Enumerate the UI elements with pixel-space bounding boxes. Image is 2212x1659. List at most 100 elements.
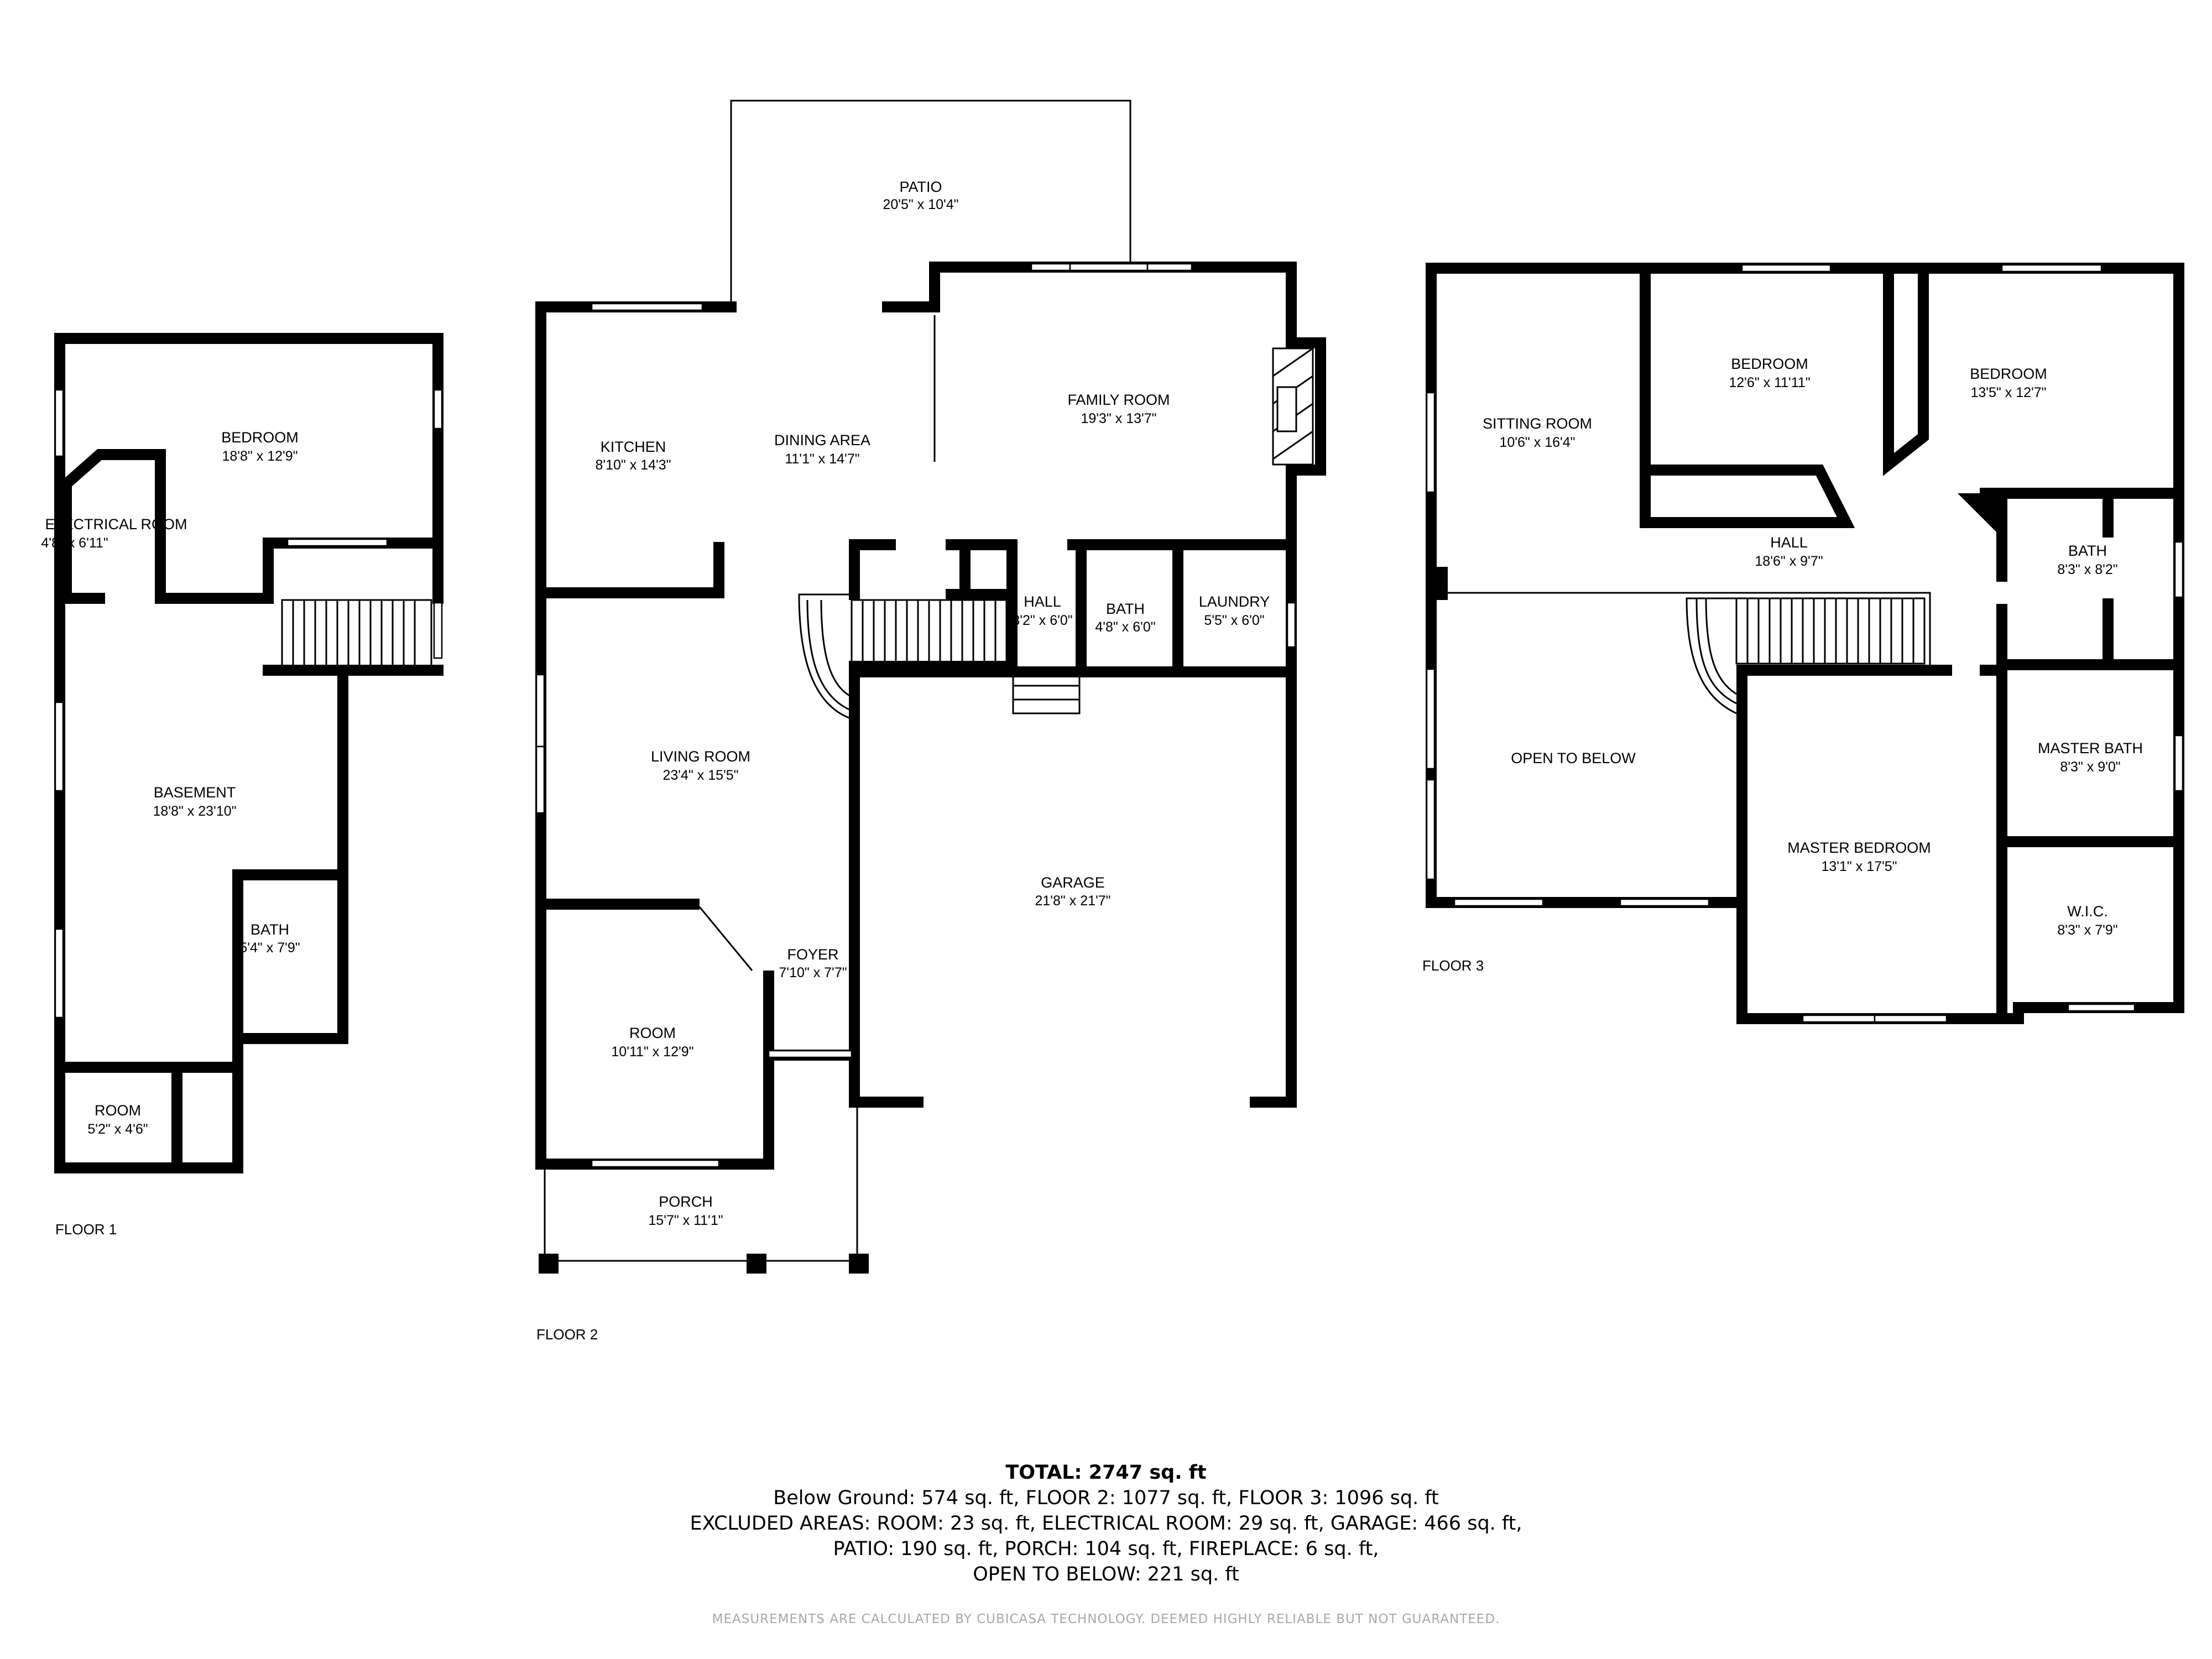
window: [1741, 264, 1832, 273]
window: [54, 389, 64, 457]
window: [591, 302, 703, 311]
room-name: FAMILY ROOM: [1067, 392, 1170, 408]
window: [1874, 1014, 1948, 1023]
floor-3-plan: [1426, 263, 2184, 1024]
room-name: PORCH: [659, 1193, 713, 1210]
room-dims: 21'8" x 21'7": [1035, 893, 1110, 909]
area-breakdown: Below Ground: 574 sq. ft, FLOOR 2: 1077 …: [773, 1487, 1439, 1509]
room-name: SITTING ROOM: [1483, 415, 1592, 432]
window: [54, 701, 64, 792]
floor-label: FLOOR 1: [55, 1221, 117, 1238]
excluded-areas: EXCLUDED AREAS: ROOM: 23 sq. ft, ELECTRI…: [690, 1512, 1522, 1535]
room-name: W.I.C.: [2067, 903, 2108, 920]
window: [1619, 898, 1710, 907]
room-dims: 5'4" x 7'9": [239, 940, 300, 956]
room-name: LAUNDRY: [1199, 593, 1270, 610]
floor-1-basement-wall: [232, 665, 348, 1044]
room-dims: 18'8" x 23'10": [153, 804, 236, 819]
floor-2-plan: [535, 100, 1326, 1274]
window: [2174, 541, 2184, 598]
entry-steps: [1012, 671, 1081, 714]
room-dims: 18'8" x 12'9": [222, 448, 298, 464]
window: [2067, 1003, 2136, 1012]
kitchen-wall: [535, 542, 724, 598]
floor-1-plan: [54, 333, 444, 1173]
room-dims: 23'4" x 15'5": [662, 768, 738, 783]
window: [1426, 668, 1436, 770]
floor-2-stairs: [798, 593, 1008, 720]
room-dims: 10'11" x 12'9": [611, 1044, 693, 1060]
room-name: LIVING ROOM: [651, 748, 750, 765]
hall-bath-laundry-wall: [849, 539, 1297, 672]
window: [591, 1159, 720, 1168]
room-door-swing: [698, 906, 753, 971]
room-dims: 11'1" x 14'7": [785, 451, 859, 467]
room-name: MASTER BEDROOM: [1787, 839, 1931, 856]
room-dims: 8'3" x 9'0": [2060, 759, 2120, 775]
room-name: BEDROOM: [1731, 356, 1808, 372]
floor-1-stairs: [281, 599, 432, 667]
room-dims: 13'1" x 17'5": [1821, 859, 1897, 874]
room-dims: 8'3" x 8'2": [2057, 562, 2117, 577]
room-name: BATH: [251, 921, 289, 938]
foyer-wall: [763, 666, 860, 1061]
floor-1-electrical-room-wall: [61, 449, 166, 598]
room-name: ROOM: [95, 1102, 141, 1119]
floor-3-stairs: [1686, 597, 1926, 714]
room-dims: 3'2" x 6'0": [1012, 613, 1072, 628]
room-dims: 8'10" x 14'3": [595, 457, 671, 473]
floor-1-outer-wall: [54, 333, 444, 1173]
room-name: DINING AREA: [774, 432, 870, 448]
column: [1431, 567, 1448, 600]
room-name: ELECTRICAL ROOM: [45, 516, 187, 533]
room-dims: 20'5" x 10'4": [883, 197, 958, 212]
excluded-areas-cont: PATIO: 190 sq. ft, PORCH: 104 sq. ft, FI…: [833, 1538, 1379, 1560]
room-name: FOYER: [787, 946, 838, 963]
room-name: PATIO: [899, 179, 942, 195]
window: [1802, 1014, 1876, 1023]
floor-3-bedroom-wall: [1640, 263, 1929, 528]
window: [1286, 602, 1296, 648]
room-dims: 18'6" x 9'7": [1755, 554, 1823, 569]
floor-1-small-room-wall: [54, 1062, 243, 1173]
window: [2001, 264, 2103, 273]
window: [768, 1050, 853, 1058]
porch-outline: [544, 1062, 858, 1262]
window: [433, 389, 443, 430]
room-name: BATH: [1106, 601, 1145, 617]
room-dims: 4'8" x 6'0": [1095, 619, 1155, 635]
room-labels: BEDROOM 18'8" x 12'9" ELECTRICAL ROOM 4'…: [41, 179, 2143, 1228]
room-name: BEDROOM: [1970, 366, 2047, 382]
fireplace-wall: [1286, 337, 1326, 476]
room-dims: 8'3" x 7'9": [2057, 922, 2117, 938]
window: [433, 602, 443, 659]
excluded-areas-cont: OPEN TO BELOW: 221 sq. ft: [973, 1563, 1239, 1585]
room-name: HALL: [1770, 534, 1808, 551]
hall-railing: [1448, 592, 1931, 665]
window: [535, 745, 545, 814]
window: [1146, 263, 1193, 272]
porch-post: [747, 1254, 766, 1274]
room-name: HALL: [1024, 593, 1061, 610]
total-area: TOTAL: 2747 sq. ft: [1005, 1462, 1207, 1484]
room-dims: 4'8" x 6'11": [41, 535, 108, 551]
room-dims: 15'7" x 11'1": [648, 1213, 723, 1228]
room-dims: 19'3" x 13'7": [1081, 411, 1156, 426]
room-name: OPEN TO BELOW: [1511, 750, 1636, 766]
room-dims: 12'6" x 11'11": [1729, 375, 1810, 390]
window: [1030, 263, 1071, 272]
room-name: GARAGE: [1041, 874, 1105, 891]
room-dims: 10'6" x 16'4": [1499, 435, 1575, 450]
room-dims: 5'2" x 4'6": [87, 1121, 148, 1137]
window: [54, 928, 64, 1019]
window: [1069, 263, 1149, 272]
room-dims: 7'10" x 7'7": [779, 965, 847, 980]
room-name: BATH: [2068, 542, 2107, 559]
room-name: BASEMENT: [154, 784, 236, 801]
floor-label: FLOOR 3: [1422, 957, 1484, 974]
window: [535, 674, 545, 748]
room-dims: 13'5" x 12'7": [1970, 385, 2046, 400]
window: [286, 538, 388, 547]
porch-post: [539, 1254, 559, 1274]
